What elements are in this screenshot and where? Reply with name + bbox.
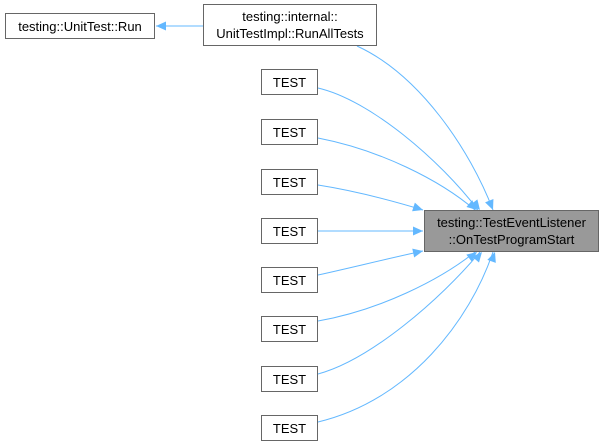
node-test-4[interactable]: TEST: [261, 218, 318, 244]
arrowhead-8: [466, 252, 477, 262]
node-label-line-2: UnitTestImpl::RunAllTests: [216, 26, 364, 41]
node-test-7[interactable]: TEST: [261, 366, 318, 392]
arrowhead-1: [156, 21, 166, 31]
edge-test-6-to-target: [317, 251, 476, 322]
node-test-3[interactable]: TEST: [261, 169, 318, 195]
arrowhead-5: [412, 202, 423, 212]
edge-runall-to-target: [356, 45, 494, 211]
node-label: testing::UnitTest::Run: [18, 18, 142, 34]
arrowhead-9: [472, 252, 482, 263]
node-label: TEST: [272, 272, 307, 288]
node-label: TEST: [272, 223, 307, 239]
node-label-line-1: testing::internal::: [242, 9, 338, 24]
node-test-8[interactable]: TEST: [261, 415, 318, 441]
node-label-line-1: testing::TestEventListener: [437, 215, 586, 230]
edge-test-1-to-target: [317, 87, 479, 211]
arrowhead-7: [412, 248, 423, 258]
edge-test-2-to-target: [317, 137, 476, 211]
node-label: TEST: [272, 74, 307, 90]
arrowhead-4: [466, 200, 477, 210]
node-label-line-2: ::OnTestProgramStart: [448, 232, 575, 247]
edge-test-5-to-target: [317, 250, 424, 276]
edge-test-8-to-target: [317, 251, 494, 423]
node-unit-test-run[interactable]: testing::UnitTest::Run: [5, 13, 155, 39]
edge-test-3-to-target: [317, 184, 424, 211]
node-label: TEST: [272, 124, 307, 140]
node-label: TEST: [272, 371, 307, 387]
edge-test-7-to-target: [317, 251, 481, 375]
arrowhead-10: [487, 252, 496, 263]
node-test-1[interactable]: TEST: [261, 69, 318, 95]
node-label: TEST: [272, 174, 307, 190]
node-run-all-tests[interactable]: testing::internal:: UnitTestImpl::RunAll…: [203, 4, 377, 46]
node-test-6[interactable]: TEST: [261, 316, 318, 342]
arrowhead-3: [470, 199, 480, 210]
node-label: TEST: [272, 321, 307, 337]
node-label: TEST: [272, 420, 307, 436]
node-on-test-program-start[interactable]: testing::TestEventListener ::OnTestProgr…: [424, 210, 599, 252]
arrowhead-2: [485, 199, 494, 210]
node-test-2[interactable]: TEST: [261, 119, 318, 145]
node-test-5[interactable]: TEST: [261, 267, 318, 293]
arrowhead-6: [413, 226, 423, 236]
